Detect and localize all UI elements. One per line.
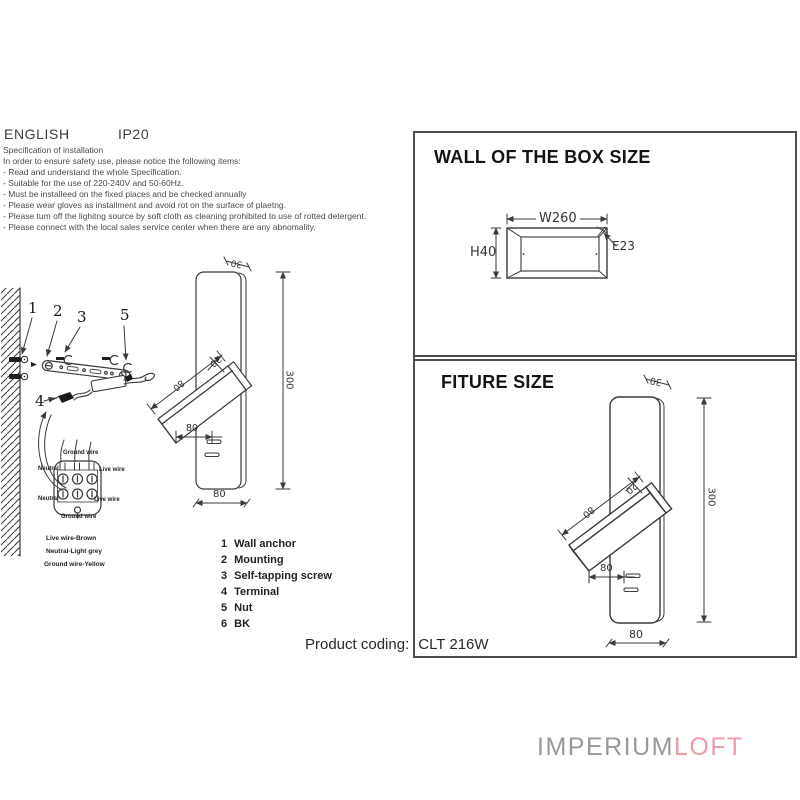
dim-label-80-bottom: 80	[629, 628, 643, 641]
dim-80-below	[175, 430, 223, 444]
product-coding: Product coding: CLT 216W	[305, 637, 489, 652]
callout-3: 3	[77, 308, 87, 326]
terminal-block-icon	[53, 460, 102, 519]
terminal-label-ground-top: Ground wire	[63, 450, 99, 456]
dim-label-20: 20	[207, 353, 223, 369]
spec-item: - Please tum off the lighitng source by …	[3, 211, 367, 221]
nut-icon	[123, 362, 132, 374]
callout-4: 4	[35, 392, 45, 410]
dim-label-h40: H40	[470, 245, 497, 260]
box-size-panel	[413, 131, 797, 361]
brand-logo: IMPERIUMLOFT	[537, 735, 744, 760]
terminal-label-neutral-lower: Neutral	[38, 496, 59, 502]
ip-rating-label: IP20	[118, 126, 150, 142]
dim-label-300: 300	[705, 487, 717, 507]
reading-head	[157, 354, 253, 444]
callout-2: 2	[53, 302, 63, 320]
dim-label-30: 30	[230, 257, 244, 269]
wall-anchor-icon	[9, 355, 29, 381]
dim-label-80-below: 80	[600, 563, 613, 574]
screw-icon	[56, 354, 119, 366]
spec-item: - Please wear gloves as installment and …	[3, 200, 287, 210]
callout-5: 5	[120, 306, 130, 324]
fixture-size-panel	[413, 355, 797, 658]
logo-accent: LOFT	[674, 733, 744, 761]
terminal-label-ground-bottom: Ground wire	[61, 514, 97, 520]
spec-item: - Must be installeed on the fixed places…	[3, 189, 247, 199]
installation-fixture-drawing	[146, 256, 291, 508]
dim-label-80-head: 80	[170, 377, 186, 393]
dim-label-300: 300	[283, 370, 295, 390]
box-panel-title: WALL OF THE BOX SIZE	[434, 147, 651, 167]
terminal-label-live-upper: Live wire	[99, 467, 125, 473]
dim-label-30: 30	[649, 374, 663, 388]
callout-1: 1	[28, 299, 38, 317]
curved-arrow-icon	[38, 411, 67, 491]
dim-label-e23: E23	[612, 239, 635, 253]
product-code: CLT 216W	[418, 636, 489, 653]
callout-leaders	[20, 317, 129, 403]
fixture-panel-title: FITURE SIZE	[441, 372, 555, 392]
spec-title: Specification of installation	[3, 145, 104, 155]
dim-label-80-bottom: 80	[213, 489, 226, 500]
spec-intro: In order to ensure safety use, please no…	[3, 156, 241, 166]
wall-hatch	[1, 287, 21, 557]
spec-item: - Suitable for the use of 220-240V and 5…	[3, 178, 184, 188]
mounting-bracket-icon	[41, 359, 131, 381]
dim-label-80-below: 80	[186, 423, 199, 434]
logo-primary: IMPERIUM	[537, 733, 674, 761]
wire-legend-ground: Ground wire-Yellow	[44, 561, 105, 568]
language-label: ENGLISH	[4, 126, 70, 142]
wire-legend-live: Live wire-Brown	[46, 535, 97, 542]
spec-item: - Please connect with the local sales se…	[3, 222, 316, 232]
terminal-label-neutral-upper: Neutral	[38, 466, 59, 472]
terminal-label-live-lower: Live wire	[94, 497, 120, 503]
wire-legend-neutral: Neutral-Light grey	[46, 548, 102, 555]
product-coding-label: Product coding:	[305, 636, 410, 653]
spec-item: - Read and understand the whole Specific…	[3, 167, 182, 177]
dim-label-w260: W260	[536, 212, 580, 225]
terminal-cable-icon	[51, 372, 155, 403]
dim-80-bottom	[192, 498, 251, 508]
